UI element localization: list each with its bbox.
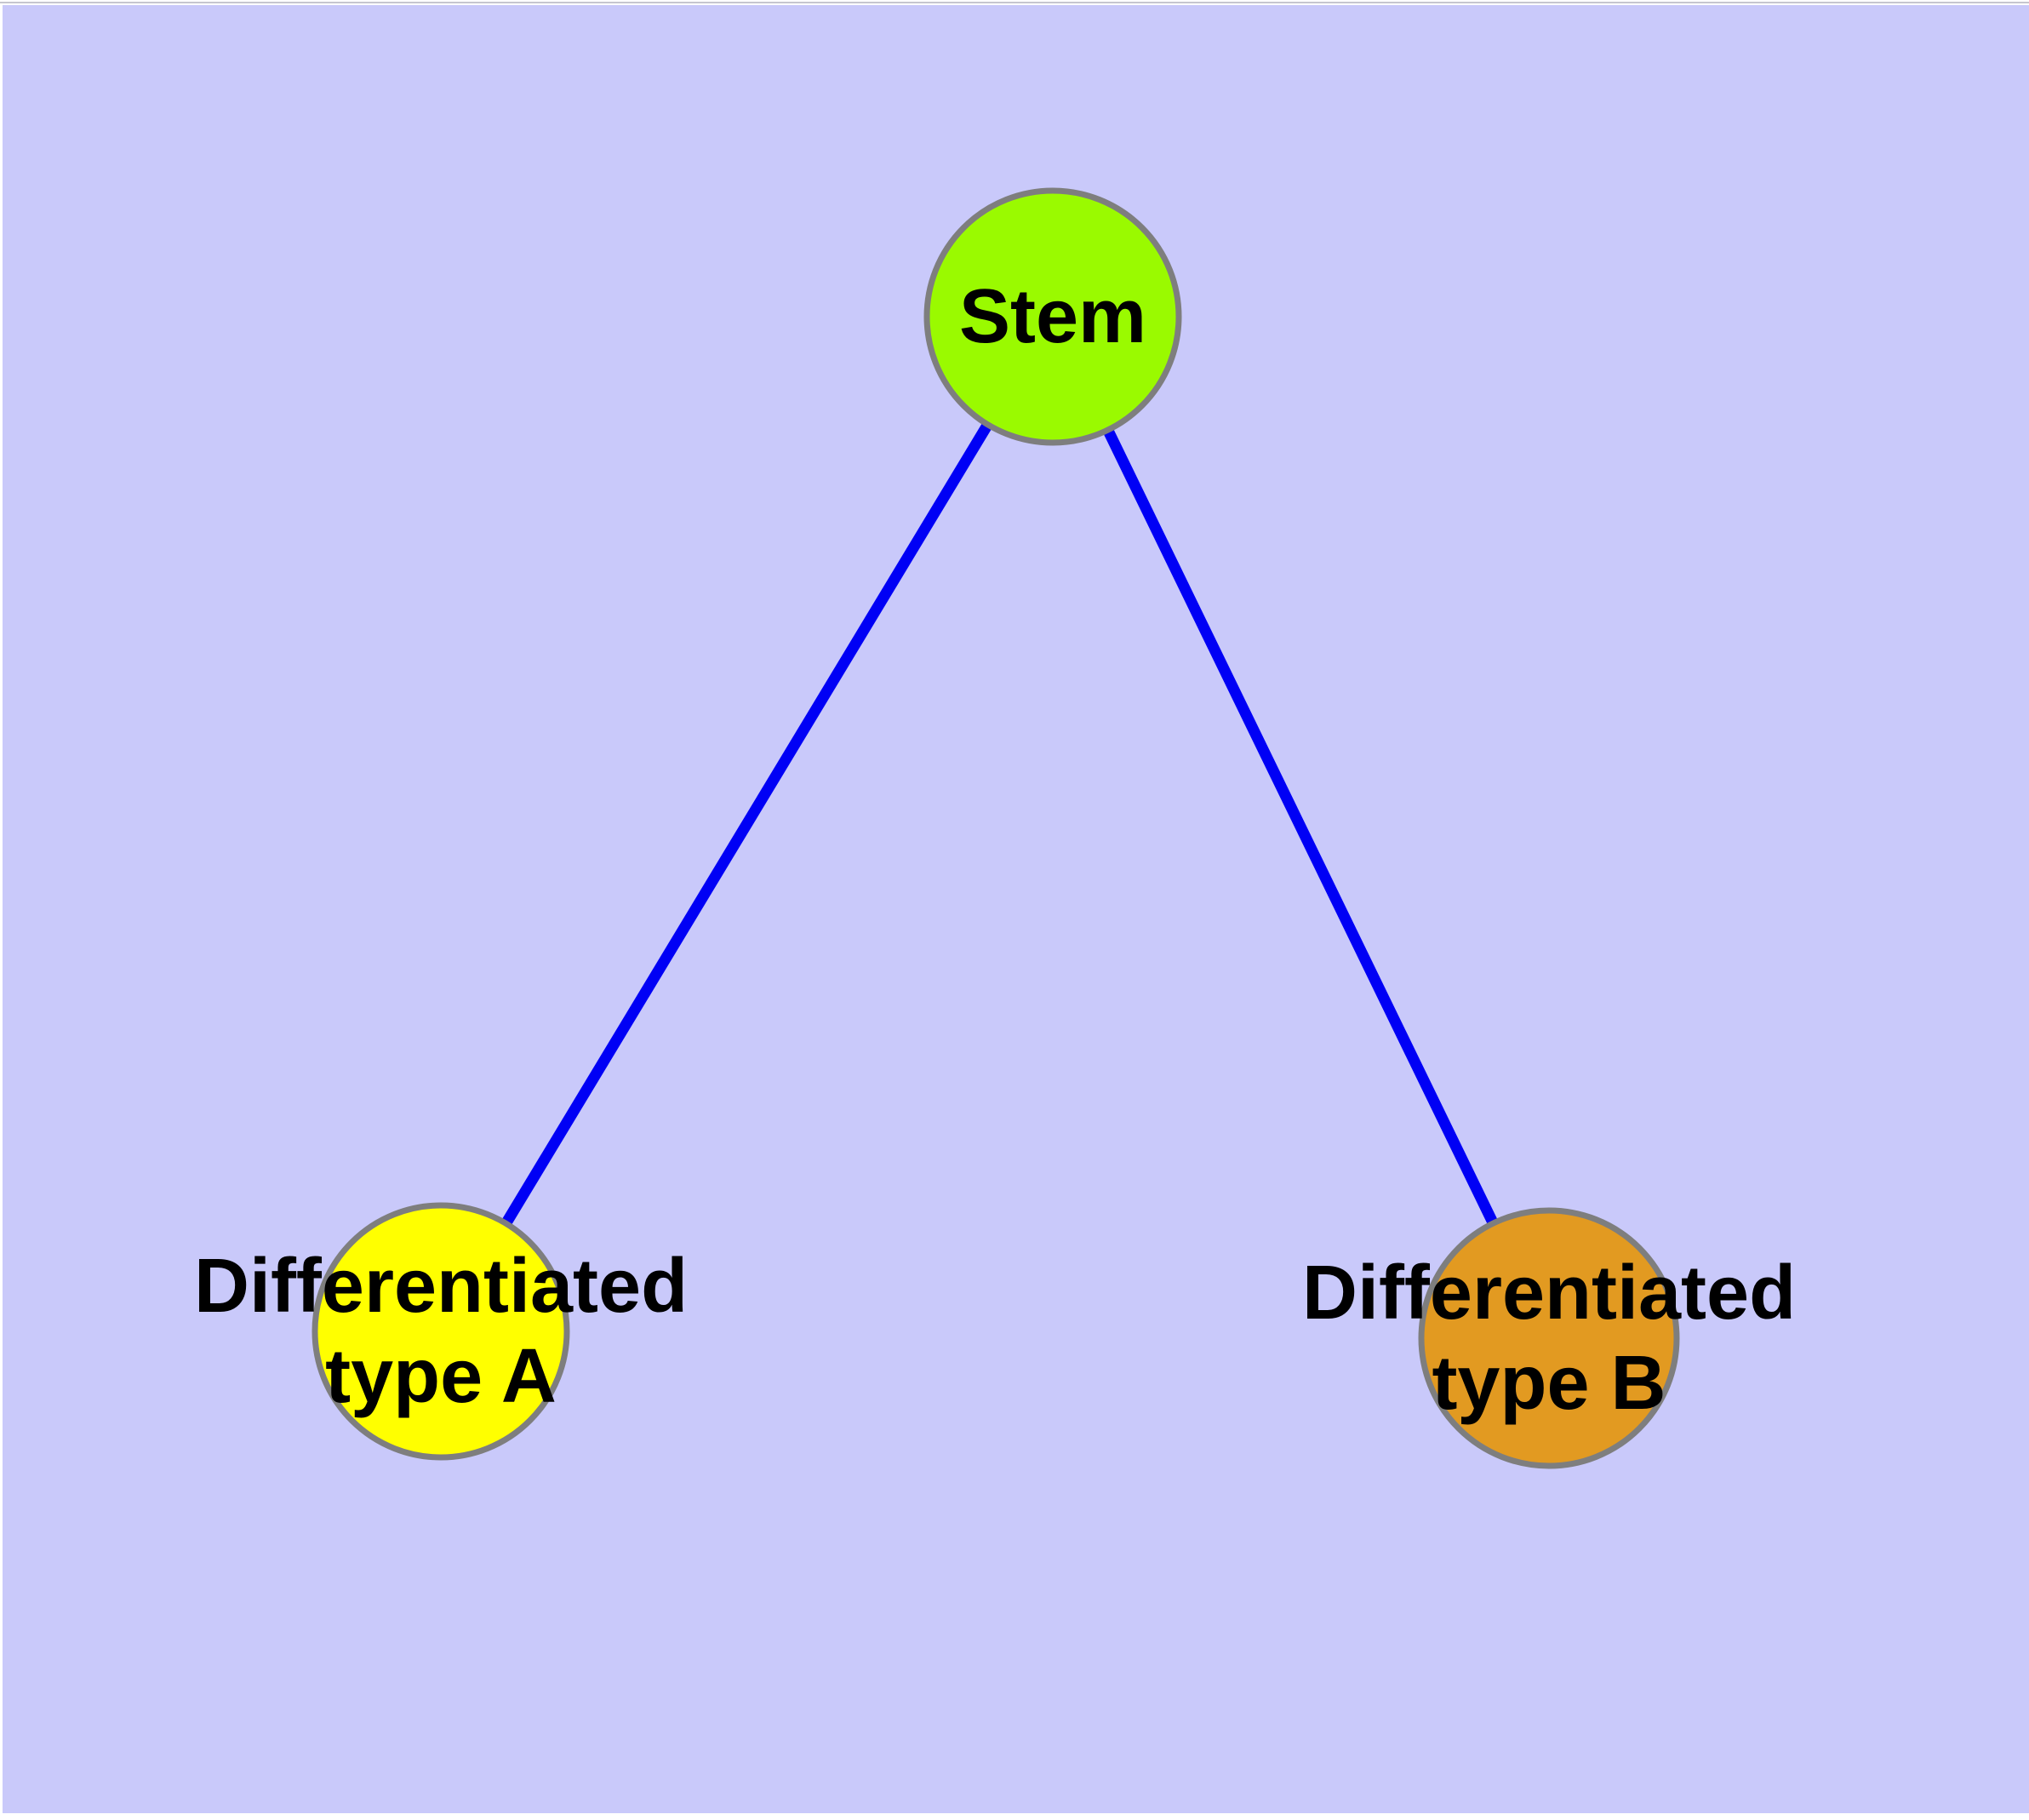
edge-stem-to-type-a bbox=[436, 313, 1058, 1335]
node-differentiated-type-a bbox=[311, 1202, 570, 1461]
node-label-stem: Stem bbox=[958, 274, 1147, 359]
node-stem bbox=[923, 187, 1182, 446]
window-top-hairline bbox=[0, 2, 2029, 3]
edge-stem-to-type-b bbox=[1048, 314, 1554, 1341]
node-label-differentiated-type-a: Differentiated type A bbox=[193, 1244, 689, 1419]
node-label-differentiated-type-b: Differentiated type B bbox=[1301, 1251, 1797, 1426]
node-differentiated-type-b bbox=[1418, 1207, 1680, 1469]
